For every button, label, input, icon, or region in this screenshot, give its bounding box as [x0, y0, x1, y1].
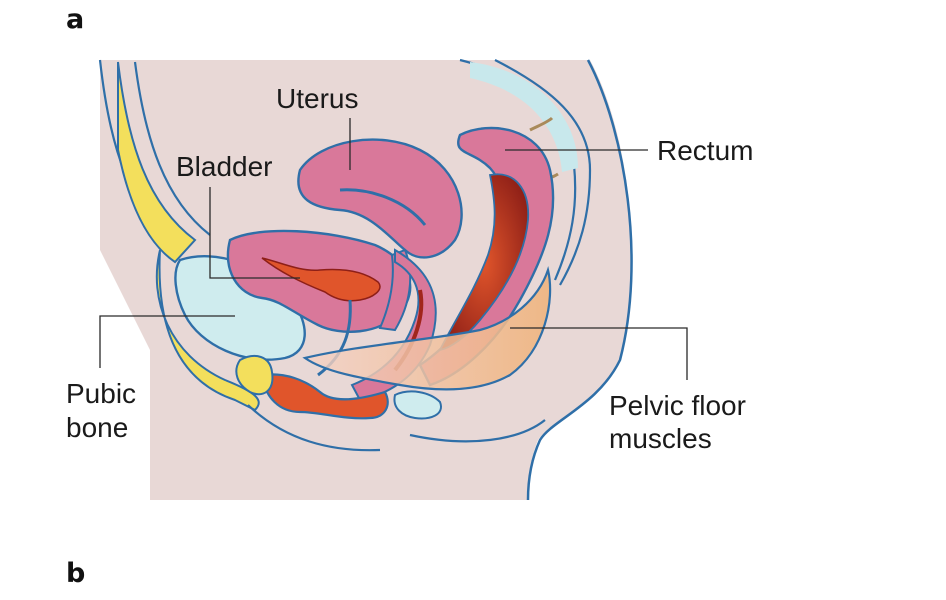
label-bladder: Bladder: [176, 151, 273, 182]
sacrum-line: [494, 59, 592, 286]
anal-canal: [393, 390, 442, 420]
label-uterus: Uterus: [276, 83, 358, 114]
label-pubic-bone-line2: bone: [66, 412, 128, 443]
thigh-outline: [247, 404, 381, 452]
sacrum-layer: [470, 62, 578, 172]
back-outline: [526, 59, 633, 501]
panel-label-a: a: [66, 4, 85, 35]
buttock-outline: [409, 419, 546, 443]
label-pelvic-floor-line2: muscles: [609, 423, 712, 454]
pelvic-floor-muscles: [302, 265, 552, 391]
perineal-fat: [235, 355, 274, 396]
leader-pelvic-floor: [510, 327, 688, 380]
panel-label-b: b: [66, 558, 86, 589]
abdominal-wall-inner: [133, 61, 211, 236]
label-pubic-bone-line1: Pubic: [66, 378, 136, 409]
label-pelvic-floor-line1: Pelvic floor: [609, 390, 746, 421]
labia: [260, 373, 389, 420]
label-rectum: Rectum: [657, 135, 753, 166]
bladder-lumen: [261, 257, 381, 302]
abdominal-wall-fat: [117, 61, 197, 264]
uterus: [297, 138, 463, 259]
leader-bladder: [209, 187, 300, 279]
uterine-cavity: [339, 188, 427, 226]
leader-lines: [99, 118, 688, 380]
leader-pubic-bone: [99, 315, 235, 368]
